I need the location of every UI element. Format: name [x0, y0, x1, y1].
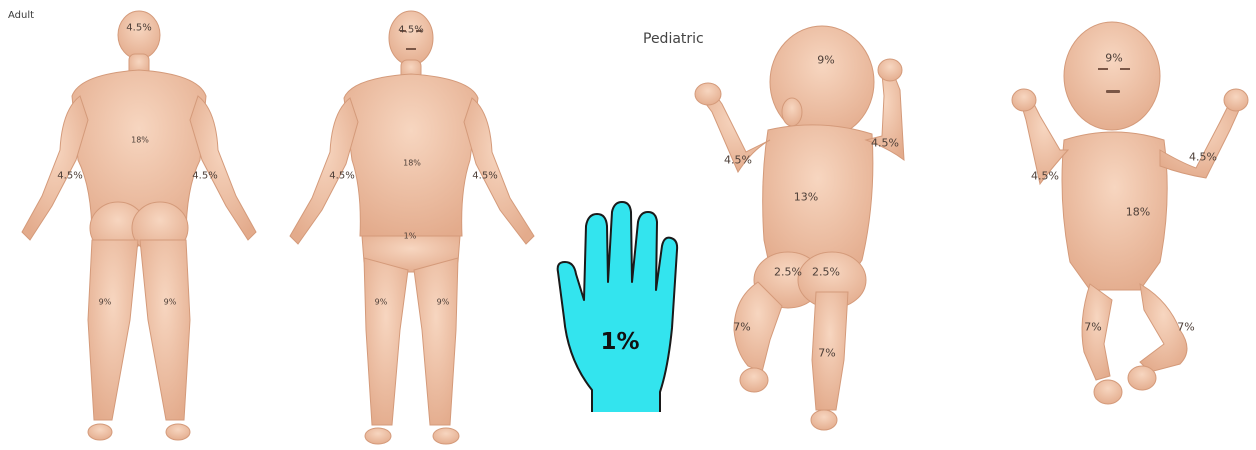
adult-heading: Adult: [8, 10, 34, 21]
adult-back-left-arm-label: 4.5%: [57, 171, 82, 182]
ped-back-left-buttock-label: 2.5%: [774, 266, 802, 279]
ped-front-right-leg-label: 7%: [1177, 321, 1194, 334]
palm-percentage-label: 1%: [600, 329, 639, 355]
ped-back-right-buttock-label: 2.5%: [812, 266, 840, 279]
adult-back-trunk-label: 18%: [131, 136, 149, 145]
pediatric-back-figure: [695, 26, 904, 430]
adult-back-figure: [22, 11, 256, 440]
adult-back-right-arm-label: 4.5%: [192, 171, 217, 182]
ped-front-left-leg-label: 7%: [1084, 321, 1101, 334]
pediatric-heading: Pediatric: [643, 31, 704, 47]
ped-front-left-arm-label: 4.5%: [1031, 170, 1059, 183]
adult-front-left-leg-label: 9%: [375, 298, 388, 307]
ped-back-trunk-label: 13%: [794, 191, 818, 204]
adult-front-left-arm-label: 4.5%: [329, 171, 354, 182]
adult-back-left-leg-label: 9%: [99, 298, 112, 307]
adult-back-head-label: 4.5%: [126, 23, 151, 34]
ped-front-head-label: 9%: [1105, 52, 1122, 65]
adult-front-right-leg-label: 9%: [437, 298, 450, 307]
ped-front-right-arm-label: 4.5%: [1189, 151, 1217, 164]
palm-icon: [558, 202, 677, 412]
adult-front-head-label: 4.5%: [398, 25, 423, 36]
adult-front-figure: [290, 11, 534, 444]
ped-back-head-label: 9%: [817, 54, 834, 67]
adult-front-genital-label: 1%: [404, 232, 417, 241]
ped-back-left-leg-label: 7%: [733, 321, 750, 334]
adult-front-trunk-label: 18%: [403, 159, 421, 168]
ped-back-right-leg-label: 7%: [818, 347, 835, 360]
ped-back-right-arm-label: 4.5%: [871, 137, 899, 150]
adult-front-right-arm-label: 4.5%: [472, 171, 497, 182]
adult-back-right-leg-label: 9%: [164, 298, 177, 307]
ped-back-left-arm-label: 4.5%: [724, 154, 752, 167]
ped-front-trunk-label: 18%: [1126, 206, 1150, 219]
